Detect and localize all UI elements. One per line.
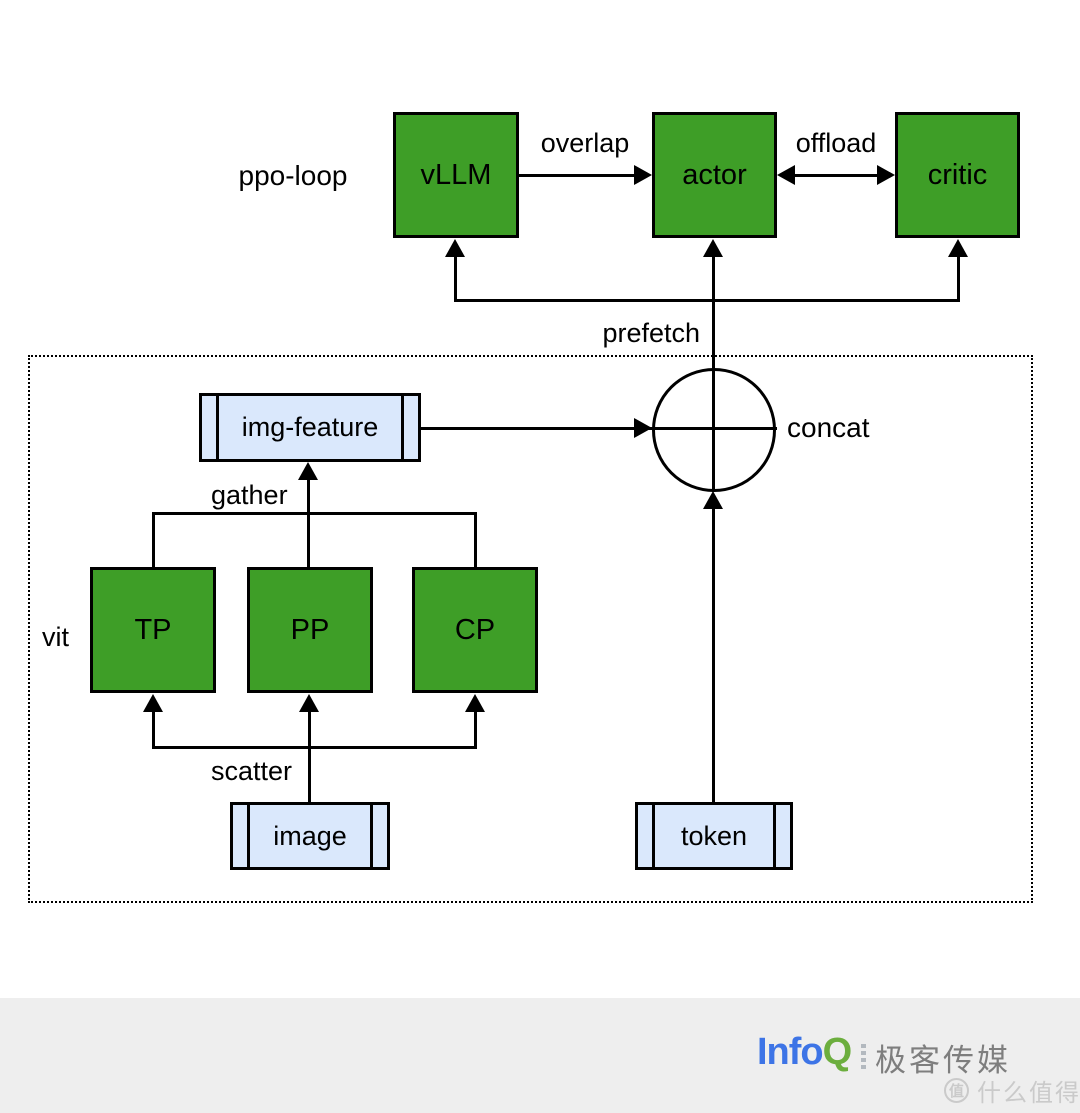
data-node-token: token [635, 802, 793, 870]
arrowhead-right-icon [634, 418, 652, 438]
vit-label: vit [42, 622, 69, 652]
token-label: token [680, 820, 748, 851]
edge-image-to-pp-line [308, 710, 311, 802]
infoq-logo: InfoQ [757, 1031, 853, 1074]
node-critic: critic [895, 112, 1020, 238]
vit-dotted-region [28, 355, 1033, 903]
data-node-image: image [230, 802, 390, 870]
arrowhead-up-icon [948, 239, 968, 257]
edge-scatter-cp-line [474, 710, 477, 749]
smzdm-watermark: 值 什么值得买 [944, 1073, 1080, 1108]
edge-vllm-actor-line [518, 174, 640, 177]
edge-gather-cp-line [474, 512, 477, 568]
ppo-loop-label: ppo-loop [238, 160, 348, 191]
edge-pp-to-imgfeature-line [307, 478, 310, 568]
arrowhead-up-icon [465, 694, 485, 712]
arrowhead-up-icon [143, 694, 163, 712]
img-feature-label: img-feature [241, 412, 379, 442]
arrowhead-up-icon [445, 239, 465, 257]
edge-prefetch-label: prefetch [602, 318, 700, 348]
node-tp-label: TP [134, 613, 172, 646]
edge-scatter-horizontal-line [152, 746, 477, 749]
edge-gather-horizontal-line [152, 512, 477, 515]
infoq-logo-q: Q [822, 1031, 853, 1073]
edge-overlap-label: overlap [540, 128, 630, 158]
edge-offload-label: offload [795, 128, 877, 158]
arrowhead-up-icon [703, 491, 723, 509]
node-vllm: vLLM [393, 112, 519, 238]
concat-label: concat [787, 412, 870, 443]
edge-token-to-concat-line [712, 507, 715, 802]
arrowhead-right-icon [877, 165, 895, 185]
arrowhead-up-icon [298, 462, 318, 480]
edge-scatter-label: scatter [211, 756, 293, 786]
arrowhead-up-icon [703, 239, 723, 257]
image-label: image [273, 820, 347, 851]
node-actor: actor [652, 112, 777, 238]
infoq-brand-cn-label: 极客传媒 [875, 1043, 1011, 1078]
edge-return-to-vllm-line [454, 254, 457, 301]
edge-gather-label: gather [211, 480, 288, 510]
edge-imgfeature-to-concat-line [421, 427, 777, 430]
node-tp: TP [90, 567, 216, 693]
smzdm-watermark-label: 什么值得买 [977, 1080, 1080, 1107]
footer-band [0, 998, 1080, 1113]
node-actor-label: actor [682, 158, 747, 191]
node-vllm-label: vLLM [420, 158, 492, 191]
smzdm-badge-icon: 值 [944, 1078, 969, 1103]
edge-return-horizontal-line [454, 299, 960, 302]
node-cp: CP [412, 567, 538, 693]
edge-actor-critic-line [792, 174, 880, 177]
node-pp: PP [247, 567, 373, 693]
arrowhead-right-icon [634, 165, 652, 185]
arrowhead-left-icon [777, 165, 795, 185]
node-critic-label: critic [927, 158, 988, 191]
data-node-img-feature: img-feature [199, 393, 421, 462]
edge-gather-tp-line [152, 512, 155, 568]
edge-return-to-critic-line [957, 254, 960, 301]
node-cp-label: CP [454, 613, 496, 646]
node-pp-label: PP [290, 613, 330, 646]
arrowhead-up-icon [299, 694, 319, 712]
infoq-small-vertical-mark-icon [861, 1044, 866, 1070]
infoq-logo-info: Info [757, 1031, 824, 1073]
edge-scatter-tp-line [152, 710, 155, 749]
concat-junction-icon [652, 368, 776, 492]
